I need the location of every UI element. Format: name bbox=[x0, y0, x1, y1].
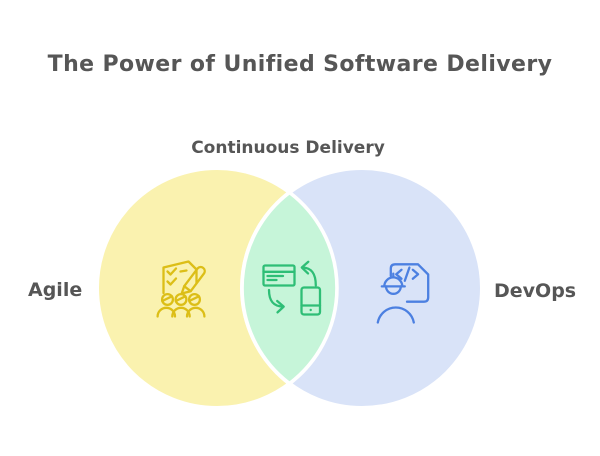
person-head-3-line bbox=[188, 295, 201, 303]
pencil-tip-line bbox=[183, 285, 192, 293]
person-head-2 bbox=[174, 292, 188, 307]
sync-arrow-top-curve bbox=[301, 266, 317, 287]
left-set-label: Agile bbox=[28, 279, 83, 301]
intersection-lens-border bbox=[240, 190, 339, 386]
web-mobile-sync-icon bbox=[262, 260, 322, 316]
engineer-head bbox=[384, 285, 402, 295]
page-title: The Power of Unified Software Delivery bbox=[47, 52, 553, 77]
person-body-2 bbox=[171, 306, 191, 318]
checklist-doc-shape bbox=[162, 260, 198, 295]
person-head-1-line bbox=[161, 295, 174, 303]
code-open-bracket bbox=[395, 268, 403, 280]
phone-shape bbox=[300, 286, 322, 316]
sync-arrow-bottom-head bbox=[276, 299, 285, 314]
code-close-bracket bbox=[411, 268, 420, 280]
person-body-3 bbox=[185, 306, 206, 318]
checkmark-1 bbox=[166, 267, 178, 276]
phone-home-dot bbox=[309, 308, 312, 312]
pencil-shape bbox=[180, 265, 206, 295]
overlap-label: Continuous Delivery bbox=[191, 138, 385, 158]
right-set-label: DevOps bbox=[494, 280, 577, 302]
team-checklist-icon bbox=[156, 260, 206, 318]
code-slash bbox=[403, 266, 411, 282]
engineer-code-icon bbox=[376, 263, 430, 324]
code-doc-shape bbox=[389, 263, 430, 303]
person-head-3 bbox=[187, 292, 202, 307]
checkmark-2 bbox=[166, 277, 178, 286]
engineer-body bbox=[376, 306, 415, 324]
browser-card-shape bbox=[262, 264, 296, 287]
intersection-lens bbox=[242, 192, 337, 384]
sync-arrow-bottom-curve bbox=[267, 288, 285, 308]
person-body-1 bbox=[156, 306, 177, 318]
sync-arrow-top-head bbox=[300, 260, 310, 275]
person-head-1 bbox=[160, 292, 175, 307]
checklist-dash bbox=[179, 269, 188, 273]
person-head-2-line bbox=[174, 295, 187, 303]
